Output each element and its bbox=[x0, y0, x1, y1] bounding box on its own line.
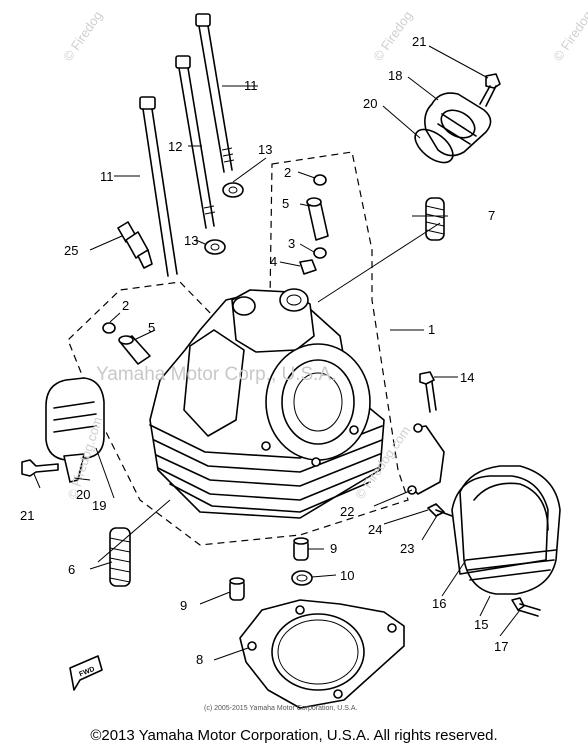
cylinder-head bbox=[149, 288, 385, 519]
valve-guide-upper bbox=[306, 197, 329, 241]
label-1: 1 bbox=[428, 322, 435, 337]
label-16: 16 bbox=[432, 596, 446, 611]
part-labels: 21 18 20 11 12 11 13 13 25 2 5 3 4 7 2 5… bbox=[20, 34, 508, 667]
label-13-lower: 13 bbox=[184, 233, 198, 248]
label-23: 23 bbox=[400, 541, 414, 556]
label-24: 24 bbox=[368, 522, 382, 537]
dowel-pin-upper bbox=[293, 537, 309, 561]
label-6: 6 bbox=[68, 562, 75, 577]
label-11-left: 11 bbox=[100, 169, 114, 184]
cylinder-head-bolt-middle bbox=[175, 55, 216, 229]
cylinder-head-bolt-long bbox=[195, 13, 235, 173]
label-11-right: 11 bbox=[244, 78, 258, 93]
copyright-footer: ©2013 Yamaha Motor Corporation, U.S.A. A… bbox=[90, 727, 498, 744]
o-ring-10 bbox=[291, 570, 313, 586]
tappet-cover-left bbox=[45, 377, 105, 483]
label-20-left: 20 bbox=[76, 487, 90, 502]
tappet-cover-upper bbox=[424, 92, 492, 157]
watermark-corner-top-right: © Firedog bbox=[370, 8, 415, 64]
cover-bolt-left bbox=[21, 459, 59, 477]
side-cover-right bbox=[459, 465, 561, 595]
oil-pipe bbox=[407, 423, 445, 495]
screw-23 bbox=[427, 503, 453, 517]
washer-lower bbox=[204, 239, 226, 255]
clip-3 bbox=[313, 247, 327, 259]
stud-spring-lower bbox=[109, 527, 131, 587]
label-20-top: 20 bbox=[363, 96, 377, 111]
label-22: 22 bbox=[340, 504, 354, 519]
label-21-top: 21 bbox=[412, 34, 426, 49]
label-17: 17 bbox=[494, 639, 508, 654]
label-4: 4 bbox=[270, 254, 277, 269]
label-14: 14 bbox=[460, 370, 474, 385]
label-13-upper: 13 bbox=[258, 142, 272, 157]
label-25: 25 bbox=[64, 243, 78, 258]
leader-lines bbox=[33, 45, 521, 661]
spark-plug bbox=[117, 221, 153, 269]
label-5-upper: 5 bbox=[282, 196, 289, 211]
cover-gasket bbox=[451, 475, 549, 575]
small-copyright-notice: (c) 2005-2015 Yamaha Motor Corporation, … bbox=[204, 705, 357, 712]
label-12: 12 bbox=[168, 139, 182, 154]
label-2-left: 2 bbox=[122, 298, 129, 313]
label-5-left: 5 bbox=[148, 320, 155, 335]
valve-guide-left bbox=[118, 335, 151, 365]
o-ring-left bbox=[102, 322, 116, 334]
dowel-pin-lower bbox=[229, 577, 245, 601]
label-9-upper: 9 bbox=[330, 541, 337, 556]
assembly-outline bbox=[67, 151, 409, 546]
o-ring-upper bbox=[313, 174, 327, 186]
o-ring-upper-cover bbox=[414, 128, 454, 164]
cover-bolt-upper bbox=[479, 73, 501, 107]
label-3: 3 bbox=[288, 236, 295, 251]
forward-arrow-icon: FWD bbox=[69, 655, 103, 691]
label-9-lower: 9 bbox=[180, 598, 187, 613]
label-18: 18 bbox=[388, 68, 402, 83]
label-15: 15 bbox=[474, 617, 488, 632]
cover-bolt-right bbox=[511, 597, 541, 617]
label-19: 19 bbox=[92, 498, 106, 513]
cylinder-head-gasket bbox=[239, 599, 405, 709]
washer-upper bbox=[222, 182, 244, 198]
label-8: 8 bbox=[196, 652, 203, 667]
label-10: 10 bbox=[340, 568, 354, 583]
bolt-14 bbox=[419, 371, 437, 413]
watermark-corner-right: © Firedog bbox=[550, 8, 588, 64]
cylinder-head-bolt-short bbox=[139, 96, 178, 277]
watermark-center: Yamaha Motor Corp., U.S.A. bbox=[96, 364, 336, 385]
nut-4 bbox=[299, 259, 317, 275]
label-7: 7 bbox=[488, 208, 495, 223]
stud-spring-upper bbox=[425, 197, 445, 241]
label-21-left: 21 bbox=[20, 508, 34, 523]
watermark-corner-top-left: © Firedog bbox=[60, 8, 105, 64]
label-2-upper: 2 bbox=[284, 165, 291, 180]
